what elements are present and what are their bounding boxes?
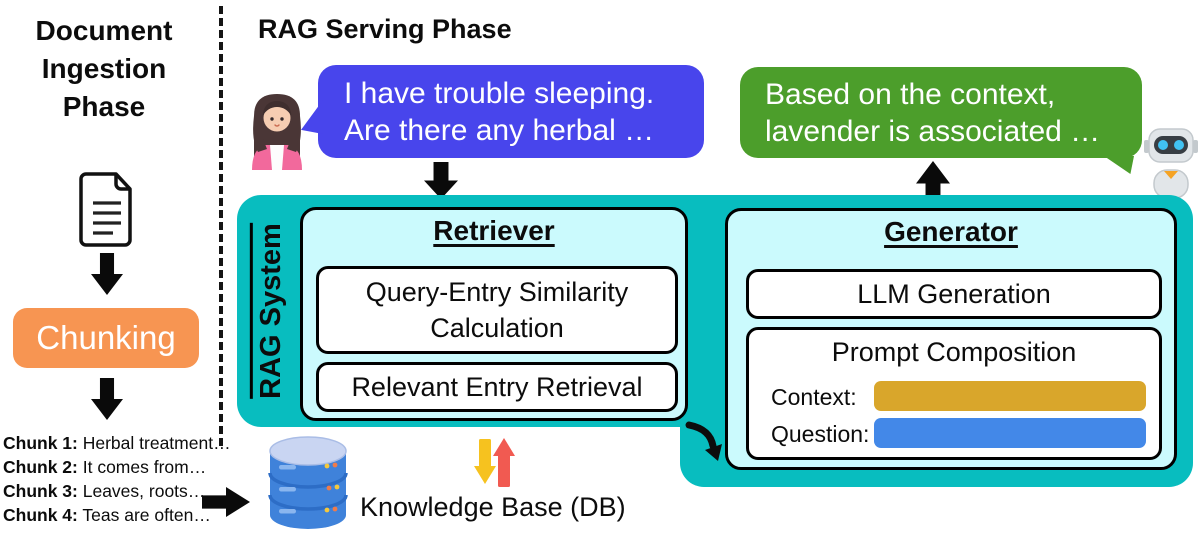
assistant-response-bubble: Based on the context, lavender is associ…: [740, 67, 1142, 174]
arrow-query-to-rag: [424, 162, 458, 199]
generator-panel: Generator LLM Generation Prompt Composit…: [725, 208, 1177, 470]
question-bar: [874, 418, 1146, 448]
prompt-composition-box: Prompt Composition Context: Question:: [746, 327, 1162, 460]
chunk-line: Chunk 2: It comes from…: [3, 457, 207, 477]
sync-arrows-icon: [474, 438, 515, 487]
context-label: Context:: [771, 384, 857, 410]
arrow-chunking-to-chunks: [91, 378, 123, 420]
chunk-line: Chunk 4: Teas are often…: [3, 505, 211, 525]
database-icon: [268, 436, 348, 529]
question-label: Question:: [771, 421, 870, 447]
prompt-composition-title: Prompt Composition: [831, 337, 1077, 367]
chunking-label: Chunking: [36, 319, 176, 356]
chunking-box: Chunking: [13, 308, 199, 368]
ingestion-phase-title: Document Ingestion Phase: [35, 15, 173, 122]
arrow-doc-to-chunking: [91, 253, 123, 295]
chunk-line: Chunk 3: Leaves, roots…: [3, 481, 206, 501]
robot-icon: [1144, 128, 1198, 199]
generator-title: Generator: [884, 216, 1018, 247]
relevant-entry-box: Relevant Entry Retrieval: [316, 362, 678, 412]
llm-generation-box: LLM Generation: [746, 269, 1162, 319]
chunk-ellipsis: …: [3, 527, 231, 534]
serving-phase-title: RAG Serving Phase: [258, 14, 512, 44]
bubble-tail: [1104, 156, 1134, 174]
phase-divider-dashed-line: [219, 6, 223, 446]
user-avatar: [252, 94, 302, 170]
retriever-panel: Retriever Query-Entry Similarity Calcula…: [300, 207, 688, 421]
knowledge-base-label: Knowledge Base (DB): [360, 492, 626, 522]
chunk-list: Chunk 1: Herbal treatment… Chunk 2: It c…: [3, 431, 231, 534]
retriever-title: Retriever: [433, 215, 555, 246]
context-bar: [874, 381, 1146, 411]
rag-system-side-label: RAG System: [237, 195, 301, 427]
document-icon: [79, 172, 132, 247]
arrow-retriever-to-generator: [685, 421, 722, 461]
user-query-bubble: I have trouble sleeping. Are there any h…: [301, 65, 704, 158]
query-similarity-box: Query-Entry Similarity Calculation: [316, 266, 678, 354]
chunk-line: Chunk 1: Herbal treatment…: [3, 433, 231, 453]
